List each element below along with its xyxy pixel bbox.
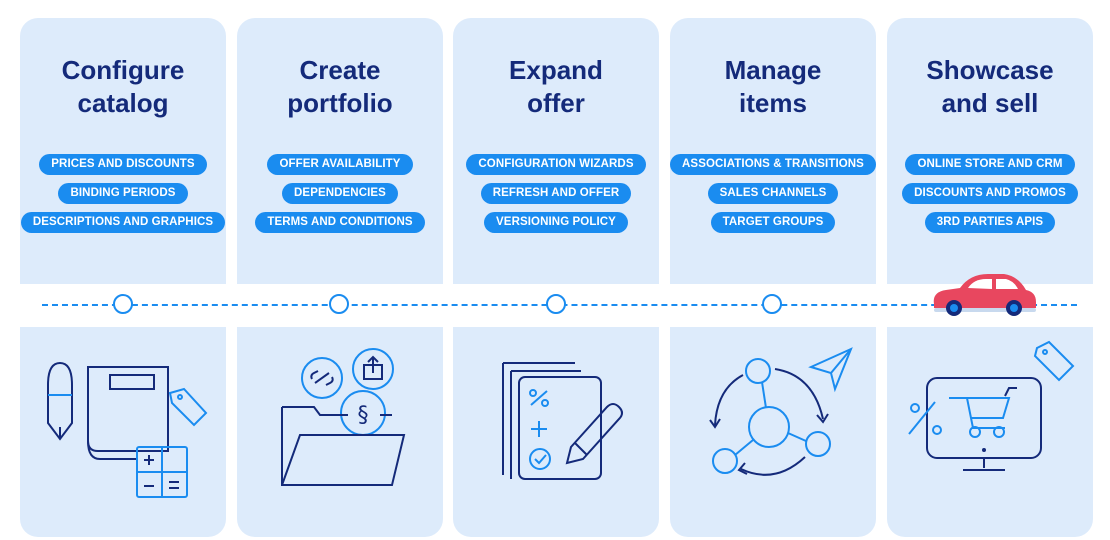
tag-pill: VERSIONING POLICY [484, 212, 628, 233]
store-monitor-icon [908, 340, 1075, 471]
timeline-node [762, 294, 782, 314]
tag-pill: CONFIGURATION WIZARDS [466, 154, 646, 175]
tag-list: PRICES AND DISCOUNTS BINDING PERIODS DES… [20, 154, 226, 241]
tag-pill: ASSOCIATIONS & TRANSITIONS [670, 154, 876, 175]
tag-pill: BINDING PERIODS [58, 183, 188, 204]
svg-text:§: § [358, 403, 369, 428]
tag-pill: OFFER AVAILABILITY [267, 154, 413, 175]
network-items-icon [709, 347, 853, 476]
tag-pill: REFRESH AND OFFER [480, 183, 632, 204]
timeline-node [329, 294, 349, 314]
tag-pill: DISCOUNTS AND PROMOS [902, 183, 1078, 204]
tag-pill: ONLINE STORE AND CRM [905, 154, 1075, 175]
tag-pill: SALES CHANNELS [707, 183, 839, 204]
offer-document-icon [502, 362, 623, 480]
tag-pill: PRICES AND DISCOUNTS [39, 154, 207, 175]
step-card-bottom [670, 327, 876, 537]
tag-list: CONFIGURATION WIZARDS REFRESH AND OFFER … [453, 154, 659, 241]
tag-pill: TERMS AND CONDITIONS [255, 212, 425, 233]
timeline-node [546, 294, 566, 314]
step-card-top [20, 18, 226, 284]
timeline-node [113, 294, 133, 314]
step-card-top [453, 18, 659, 284]
tag-pill: TARGET GROUPS [710, 212, 836, 233]
car-icon [933, 274, 1036, 316]
portfolio-folder-icon: § [281, 348, 406, 486]
tag-list: ASSOCIATIONS & TRANSITIONS SALES CHANNEL… [670, 154, 876, 241]
tag-list: ONLINE STORE AND CRM DISCOUNTS AND PROMO… [887, 154, 1093, 241]
tag-pill: DESCRIPTIONS AND GRAPHICS [20, 212, 226, 233]
tag-pill: 3RD PARTIES APIS [924, 212, 1056, 233]
step-card-top [670, 18, 876, 284]
catalog-book-icon [47, 361, 208, 498]
step-card-top [887, 18, 1093, 284]
step-card-top [237, 18, 443, 284]
step-card-bottom [887, 327, 1093, 537]
tag-list: OFFER AVAILABILITY DEPENDENCIES TERMS AN… [237, 154, 443, 241]
step-card-bottom [237, 327, 443, 537]
tag-pill: DEPENDENCIES [282, 183, 398, 204]
